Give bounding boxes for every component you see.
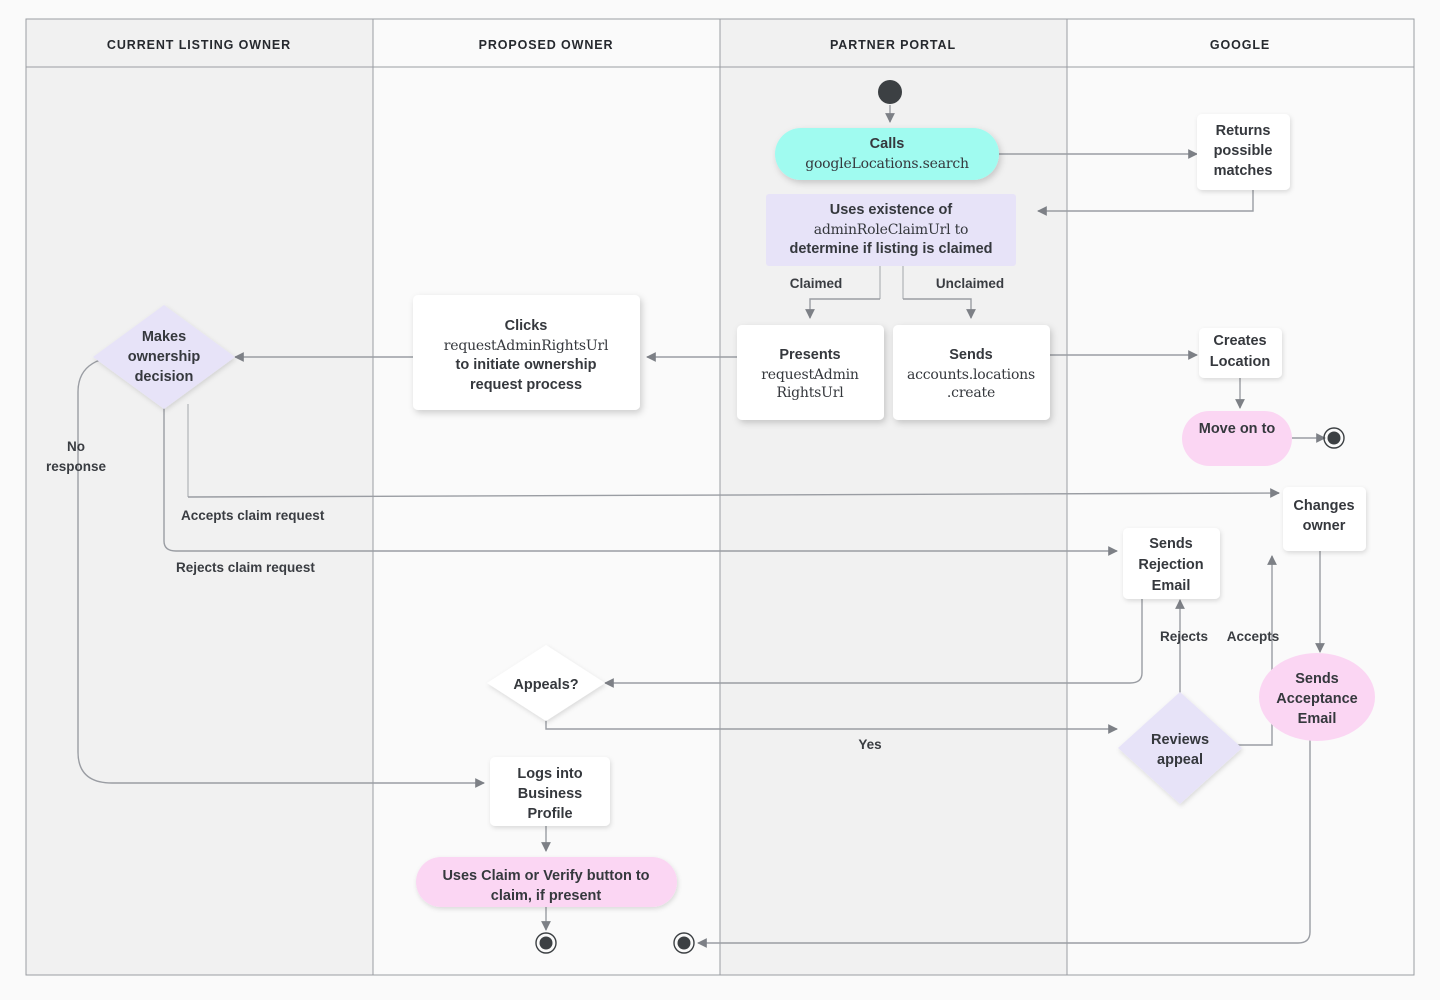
appeals-decision-node[interactable] — [487, 645, 605, 721]
returns-node-line-3: matches — [1214, 163, 1273, 179]
start-node[interactable] — [878, 80, 902, 104]
lane-header-google — [1066, 18, 1415, 68]
makes-decision-line-3: decision — [135, 369, 194, 385]
logs-into-line-3: Profile — [527, 806, 572, 822]
lane-header-current-listing-owner — [25, 18, 374, 68]
uses-claim-or-verify-button-node[interactable] — [416, 857, 677, 907]
edge-returns-to-uses-existence — [1037, 190, 1254, 216]
creates-location-line-2: Location — [1210, 354, 1270, 370]
reviews-appeal-line-2: appeal — [1157, 752, 1203, 768]
edge-sends-acceptance-to-end — [697, 740, 1311, 948]
makes-ownership-decision-node[interactable] — [93, 305, 235, 409]
sends-rejection-line-2: Rejection — [1138, 557, 1203, 573]
uses-existence-line-3: determine if listing is claimed — [789, 241, 992, 257]
creates-location-line-1: Creates — [1213, 333, 1266, 349]
logs-into-business-profile-node[interactable] — [490, 757, 610, 826]
changes-owner-line-1: Changes — [1293, 498, 1354, 514]
sends-accounts-locations-create-node[interactable] — [893, 325, 1050, 420]
edge-sends-rejection-to-appeals — [604, 598, 1143, 688]
reviews-appeal-line-1: Reviews — [1151, 732, 1209, 748]
makes-decision-line-2: ownership — [128, 349, 201, 365]
presents-request-admin-rights-url-node[interactable] — [737, 325, 884, 420]
edge-label-claimed: Claimed — [790, 276, 843, 291]
sends-create-line-1: Sends — [949, 347, 993, 363]
returns-possible-matches-node[interactable] — [1197, 114, 1290, 190]
makes-decision-line-1: Makes — [142, 329, 186, 345]
lane-label-current-listing-owner: CURRENT LISTING OWNER — [107, 38, 291, 52]
sends-acceptance-email-node[interactable] — [1259, 653, 1375, 741]
calls-google-locations-search-node[interactable] — [775, 128, 999, 180]
sends-rejection-line-1: Sends — [1149, 536, 1193, 552]
clicks-node-line-4: request process — [470, 377, 582, 393]
sends-acceptance-line-2: Acceptance — [1276, 691, 1357, 707]
clicks-node-line-3: to initiate ownership — [456, 357, 597, 373]
logs-into-line-1: Logs into — [517, 766, 582, 782]
presents-node-line-3: RightsUrl — [777, 385, 845, 401]
edge-claimed-branch — [805, 298, 880, 319]
uses-claim-line-1: Uses Claim or Verify button to — [442, 868, 649, 884]
edge-accepts-claim-to-changes-owner — [187, 488, 1280, 498]
calls-node-line-2: googleLocations.search — [805, 156, 969, 172]
edge-label-rejects: Rejects — [1160, 629, 1208, 644]
edge-rejects-claim-to-sends-rejection — [163, 404, 1118, 556]
uses-existence-of-adminroleclaimurl-node[interactable] — [766, 194, 1016, 266]
sends-rejection-line-3: Email — [1152, 578, 1191, 594]
edge-label-no-response-line2: response — [46, 459, 107, 474]
presents-node-line-1: Presents — [779, 347, 840, 363]
changes-owner-line-2: owner — [1303, 518, 1346, 534]
move-on-to-node[interactable] — [1182, 411, 1292, 466]
sends-acceptance-line-3: Email — [1298, 711, 1337, 727]
sends-acceptance-line-1: Sends — [1295, 671, 1339, 687]
lane-label-proposed-owner: PROPOSED OWNER — [479, 38, 614, 52]
lane-header-partner-portal — [719, 18, 1068, 68]
edge-group — [77, 105, 1326, 948]
reviews-appeal-node[interactable] — [1118, 692, 1242, 804]
edge-label-no-response-line1: No — [67, 439, 85, 454]
uses-existence-line-2: adminRoleClaimUrl to — [814, 222, 969, 238]
returns-node-line-2: possible — [1214, 143, 1273, 159]
lane-label-partner-portal: PARTNER PORTAL — [830, 38, 956, 52]
sends-rejection-email-node[interactable] — [1123, 528, 1220, 599]
clicks-request-admin-rights-url-node[interactable] — [413, 295, 640, 410]
clicks-node-line-2: requestAdminRightsUrl — [444, 338, 609, 354]
edge-label-accepts-claim-request: Accepts claim request — [181, 508, 325, 523]
sends-create-line-3: .create — [947, 385, 995, 401]
edge-label-group: Claimed Unclaimed No response Accepts cl… — [46, 276, 1279, 752]
sends-create-line-2: accounts.locations — [907, 367, 1035, 383]
swimlane-group: CURRENT LISTING OWNER PROPOSED OWNER PAR… — [25, 18, 1415, 976]
returns-node-line-1: Returns — [1216, 123, 1271, 139]
edge-label-yes: Yes — [858, 737, 881, 752]
clicks-node-line-1: Clicks — [505, 318, 548, 334]
edge-label-unclaimed: Unclaimed — [936, 276, 1004, 291]
end-node-proposed-owner-left[interactable] — [535, 932, 557, 954]
presents-node-line-2: requestAdmin — [761, 367, 859, 383]
appeals-label: Appeals? — [513, 677, 578, 693]
edge-label-accepts: Accepts — [1227, 629, 1280, 644]
uses-existence-line-1: Uses existence of — [830, 202, 953, 218]
edge-unclaimed-branch — [903, 298, 976, 319]
lane-label-google: GOOGLE — [1210, 38, 1270, 52]
end-node-google[interactable] — [1323, 427, 1345, 449]
logs-into-line-2: Business — [518, 786, 582, 802]
uses-claim-line-2: claim, if present — [491, 888, 602, 904]
calls-node-line-1: Calls — [870, 136, 905, 152]
lane-header-proposed-owner — [372, 18, 721, 68]
edge-label-rejects-claim-request: Rejects claim request — [176, 560, 315, 575]
lane-body-current-listing-owner — [25, 66, 374, 976]
creates-location-node[interactable] — [1199, 328, 1282, 378]
changes-owner-node[interactable] — [1283, 487, 1366, 551]
end-node-proposed-owner-right[interactable] — [673, 932, 695, 954]
edge-no-response-to-logs-into — [77, 359, 485, 788]
move-on-to-label: Move on to — [1199, 421, 1276, 437]
